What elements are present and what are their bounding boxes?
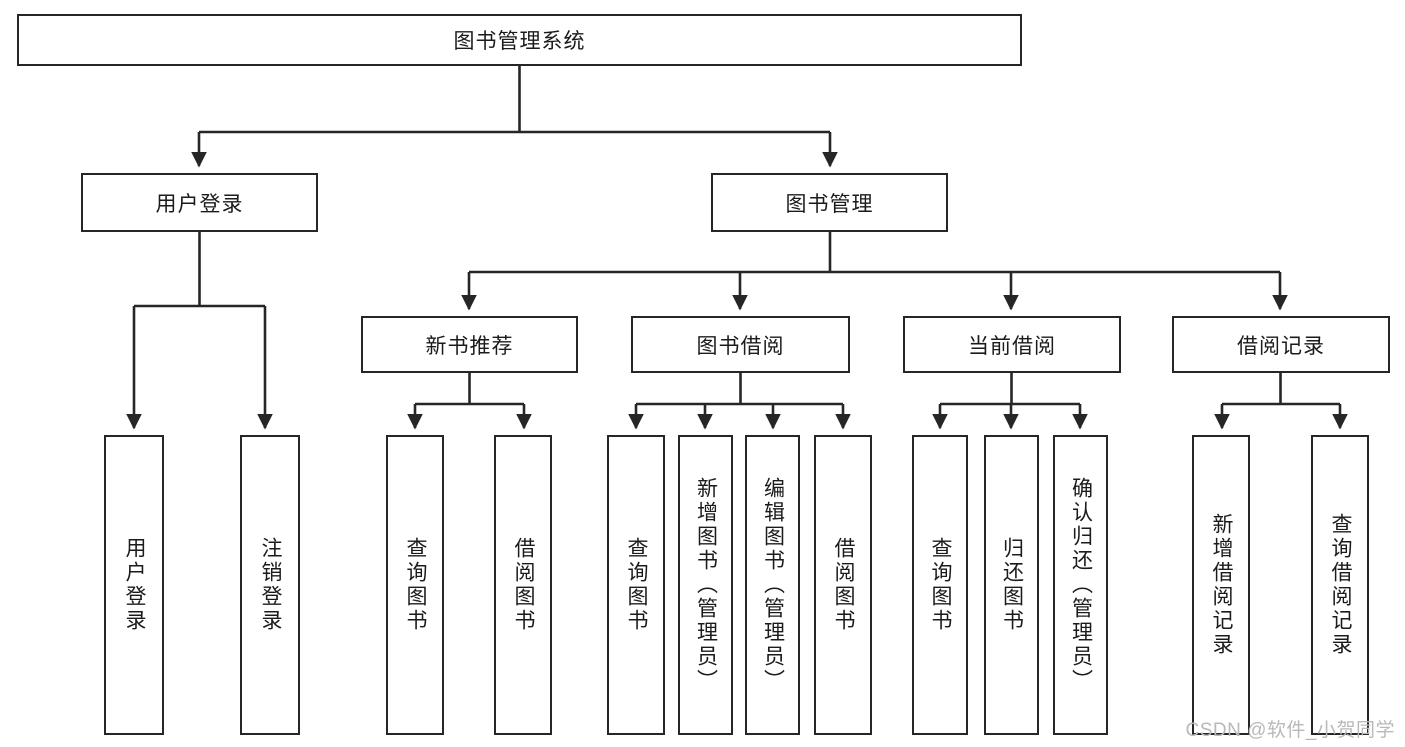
leaf-label: 查询图书: [929, 537, 953, 633]
leaf-borrow-query-book[interactable]: 查询图书: [607, 435, 665, 735]
leaf-borrow-edit-book[interactable]: 编辑图书（管理员）: [745, 435, 800, 735]
leaf-label: 借阅图书: [832, 537, 856, 633]
leaf-label: 编辑图书（管理员）: [761, 477, 785, 693]
leaf-current-query-book[interactable]: 查询图书: [912, 435, 968, 735]
node-root-label: 图书管理系统: [453, 30, 586, 53]
leaf-label: 归还图书: [1000, 537, 1024, 633]
node-book-management-label: 图书管理: [785, 192, 874, 216]
node-root[interactable]: 图书管理系统: [17, 14, 1022, 66]
watermark: CSDN @软件_小贺同学: [1185, 720, 1395, 741]
node-current-borrow-label: 当前借阅: [968, 334, 1056, 358]
leaf-label: 查询借阅记录: [1329, 513, 1353, 657]
leaf-borrow-borrow-book[interactable]: 借阅图书: [814, 435, 872, 735]
node-book-borrow-label: 图书借阅: [696, 334, 785, 358]
node-current-borrow[interactable]: 当前借阅: [903, 316, 1121, 373]
leaf-label: 注销登录: [259, 537, 283, 633]
node-book-management[interactable]: 图书管理: [711, 173, 948, 232]
leaf-label: 查询图书: [625, 537, 649, 633]
leaf-label: 借阅图书: [512, 537, 536, 633]
leaf-label: 查询图书: [404, 537, 428, 633]
node-user-login[interactable]: 用户登录: [81, 173, 318, 232]
leaf-label: 确认归还（管理员）: [1069, 477, 1093, 693]
leaf-new-book-borrow[interactable]: 借阅图书: [494, 435, 552, 735]
node-user-login-label: 用户登录: [155, 192, 244, 216]
leaf-user-login-login[interactable]: 用户登录: [104, 435, 164, 735]
leaf-current-return-book[interactable]: 归还图书: [984, 435, 1039, 735]
leaf-record-query[interactable]: 查询借阅记录: [1311, 435, 1369, 735]
leaf-record-add[interactable]: 新增借阅记录: [1192, 435, 1250, 735]
leaf-new-book-query[interactable]: 查询图书: [386, 435, 444, 735]
leaf-label: 用户登录: [123, 537, 147, 633]
leaf-current-confirm-return[interactable]: 确认归还（管理员）: [1053, 435, 1108, 735]
leaf-borrow-add-book[interactable]: 新增图书（管理员）: [678, 435, 733, 735]
node-book-borrow[interactable]: 图书借阅: [631, 316, 850, 373]
leaf-user-login-logout[interactable]: 注销登录: [240, 435, 300, 735]
node-new-book-recommend-label: 新书推荐: [425, 334, 514, 358]
node-borrow-record[interactable]: 借阅记录: [1172, 316, 1390, 373]
node-new-book-recommend[interactable]: 新书推荐: [361, 316, 578, 373]
node-borrow-record-label: 借阅记录: [1237, 334, 1325, 358]
leaf-label: 新增图书（管理员）: [694, 477, 718, 693]
leaf-label: 新增借阅记录: [1210, 513, 1234, 657]
